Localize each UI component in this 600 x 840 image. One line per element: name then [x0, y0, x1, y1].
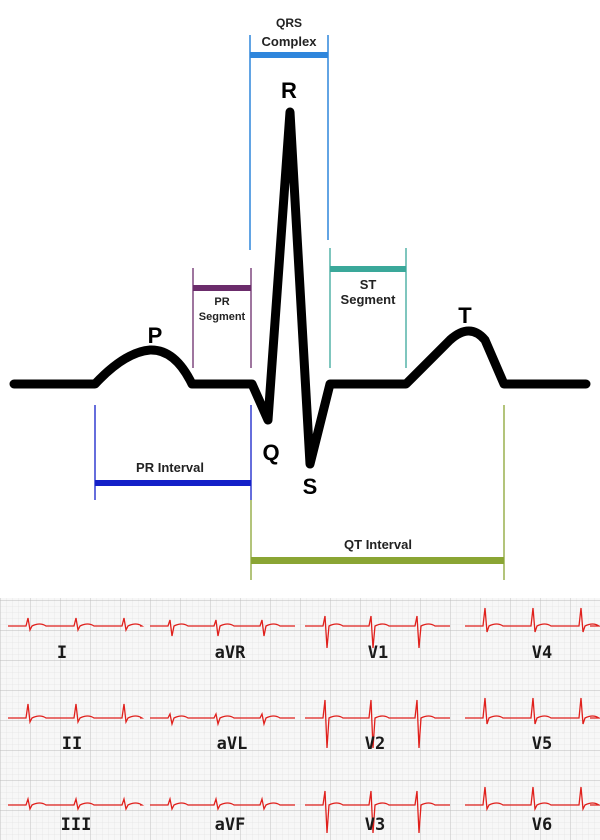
ecg-trace-lead-i — [8, 617, 145, 633]
p-wave-label: P — [148, 323, 163, 348]
lead-label-v2: V2 — [365, 734, 385, 754]
st-segment-label-line1: ST — [360, 277, 377, 292]
ecg-complex-diagram: QRS Complex PR Segment ST Segment PR Int… — [9, 16, 591, 580]
ecg-trace-lead-avr — [150, 619, 295, 637]
ecg-trace-lead-v6 — [465, 786, 600, 812]
qt-interval-label: QT Interval — [344, 537, 412, 552]
ecg-trace — [9, 107, 591, 469]
lead-label-v5: V5 — [532, 734, 552, 754]
qrs-label-line1: QRS — [276, 16, 302, 30]
r-wave-label: R — [281, 78, 297, 103]
ecg-trace-lead-v5 — [465, 697, 600, 725]
ecg-trace-lead-v1 — [305, 615, 450, 649]
t-wave-label: T — [458, 303, 472, 328]
lead-label-avf: aVF — [215, 815, 246, 835]
q-wave-label: Q — [262, 440, 279, 465]
pr-segment-label-line1: PR — [214, 296, 229, 308]
qt-interval-marker: QT Interval — [250, 405, 505, 580]
pr-segment-marker: PR Segment — [192, 268, 252, 368]
ecg-trace-lead-avf — [150, 796, 295, 811]
lead-label-ii: II — [62, 734, 82, 754]
lead-label-v4: V4 — [532, 643, 552, 663]
ecg-trace-lead-v3 — [305, 790, 450, 834]
lead-label-iii: III — [61, 815, 92, 835]
pr-interval-marker: PR Interval — [94, 405, 252, 500]
lead-label-avr: aVR — [215, 643, 246, 663]
ecg-lead-traces — [8, 607, 600, 834]
lead-label-v1: V1 — [368, 643, 388, 663]
s-wave-label: S — [303, 474, 318, 499]
ecg-trace-lead-avl — [150, 712, 295, 727]
lead-label-v3: V3 — [365, 815, 385, 835]
ecg-trace-lead-v4 — [465, 607, 600, 633]
st-segment-label-line2: Segment — [341, 292, 397, 307]
qrs-complex-marker: QRS Complex — [249, 16, 329, 250]
twelve-lead-ecg: I aVR V1 V4 II aVL V2 V5 III aVF V3 V6 — [0, 598, 600, 840]
lead-label-v6: V6 — [532, 815, 552, 835]
ecg-trace-lead-ii — [8, 703, 145, 725]
pr-segment-label-line2: Segment — [199, 311, 246, 323]
lead-label-avl: aVL — [217, 734, 248, 754]
ecg-grid — [0, 598, 600, 840]
st-segment-marker: ST Segment — [329, 248, 407, 368]
ecg-trace-lead-v2 — [305, 699, 450, 749]
qrs-label-line2: Complex — [262, 34, 318, 49]
lead-label-i: I — [57, 643, 67, 663]
pr-interval-label: PR Interval — [136, 460, 204, 475]
ecg-trace-lead-iii — [8, 796, 145, 811]
